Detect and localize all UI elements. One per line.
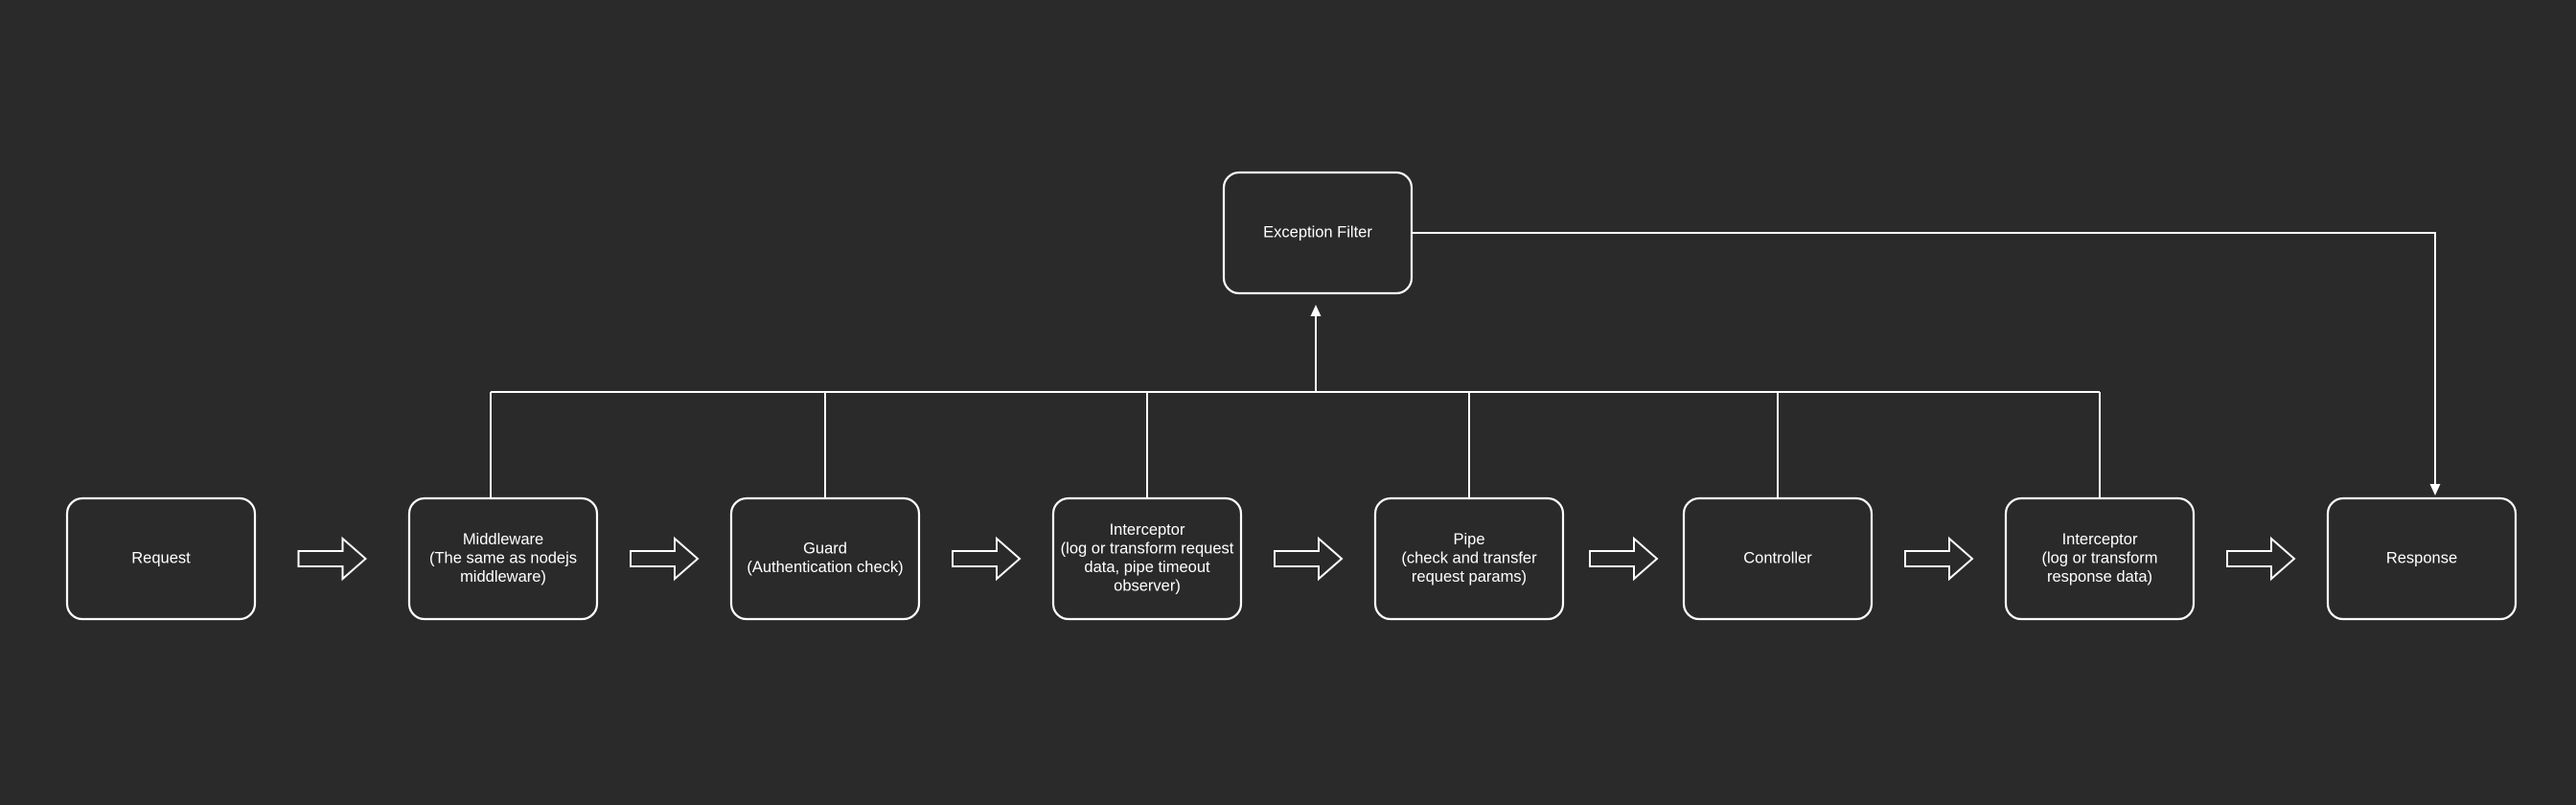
node-box-exception-filter	[1222, 171, 1414, 295]
node-label-pipe-line-2: (check and transfer	[1401, 549, 1537, 566]
node-middleware: Middleware(The same as nodejs middleware)	[407, 496, 599, 621]
node-exception-filter: Exception Filter	[1222, 171, 1414, 295]
flow-arrows-layer	[297, 536, 2296, 582]
node-label-interceptor-response-line-1: Interceptor	[2062, 531, 2138, 548]
node-response: Response	[2326, 496, 2518, 621]
connectors-layer	[490, 232, 2441, 498]
node-label-interceptor-response-line-2: (log or transform	[2041, 549, 2157, 566]
node-label-response-line-1: Response	[2386, 549, 2457, 566]
node-label-interceptor-request-line-1: Interceptor	[1110, 521, 1185, 539]
node-label-interceptor-request-line-4: observer)	[1114, 578, 1181, 595]
node-label-guard-line-2: (Authentication check)	[747, 559, 903, 576]
node-box-middleware	[407, 496, 599, 621]
flow-arrow-guard-to-interceptor-request	[952, 536, 1022, 582]
node-label-exception-filter-line-1: Exception Filter	[1263, 223, 1372, 241]
exception-filter-to-response-line	[1412, 232, 2436, 487]
node-label-interceptor-response-line-3: response data)	[2047, 568, 2152, 586]
node-box-pipe	[1373, 496, 1565, 621]
node-controller: Controller	[1682, 496, 1874, 621]
node-label-middleware-line-3: middleware)	[460, 568, 546, 586]
node-label-interceptor-request-line-3: data, pipe timeout	[1084, 559, 1210, 576]
node-box-interceptor-response	[2004, 496, 2196, 621]
node-label-pipe-line-3: request params)	[1412, 568, 1527, 586]
node-label-middleware-line-2: (The same as nodejs	[429, 549, 577, 566]
node-box-request	[65, 496, 257, 621]
node-label-pipe-line-1: Pipe	[1453, 531, 1484, 548]
node-interceptor-request: Interceptor(log or transform requestdata…	[1051, 496, 1243, 621]
node-box-guard	[729, 496, 921, 621]
nodes-layer: Request Middleware(The same as nodejs midd…	[65, 171, 2518, 621]
flow-arrow-pipe-to-controller	[1589, 536, 1659, 582]
exception-filter-arrowhead	[1310, 305, 1322, 316]
node-label-interceptor-request-line-2: (log or transform request	[1061, 540, 1234, 558]
node-interceptor-response: Interceptor(log or transform response dat…	[2004, 496, 2196, 621]
node-pipe: Pipe(check and transfer request params)	[1373, 496, 1565, 621]
node-request: Request	[65, 496, 257, 621]
node-guard: Guard(Authentication check)	[729, 496, 921, 621]
node-box-response	[2326, 496, 2518, 621]
flow-arrow-controller-to-interceptor-response	[1904, 536, 1974, 582]
flow-arrow-middleware-to-guard	[630, 536, 700, 582]
flow-arrow-interceptor-response-to-response	[2226, 536, 2296, 582]
node-label-middleware-line-1: Middleware	[463, 531, 543, 548]
flow-arrow-request-to-middleware	[297, 536, 368, 582]
node-label-request-line-1: Request	[131, 549, 191, 566]
node-label-controller-line-1: Controller	[1743, 549, 1812, 566]
flow-arrow-interceptor-request-to-pipe	[1274, 536, 1344, 582]
node-box-interceptor-request	[1051, 496, 1243, 621]
response-arrowhead	[2429, 484, 2441, 495]
node-box-controller	[1682, 496, 1874, 621]
node-label-guard-line-1: Guard	[803, 540, 847, 558]
